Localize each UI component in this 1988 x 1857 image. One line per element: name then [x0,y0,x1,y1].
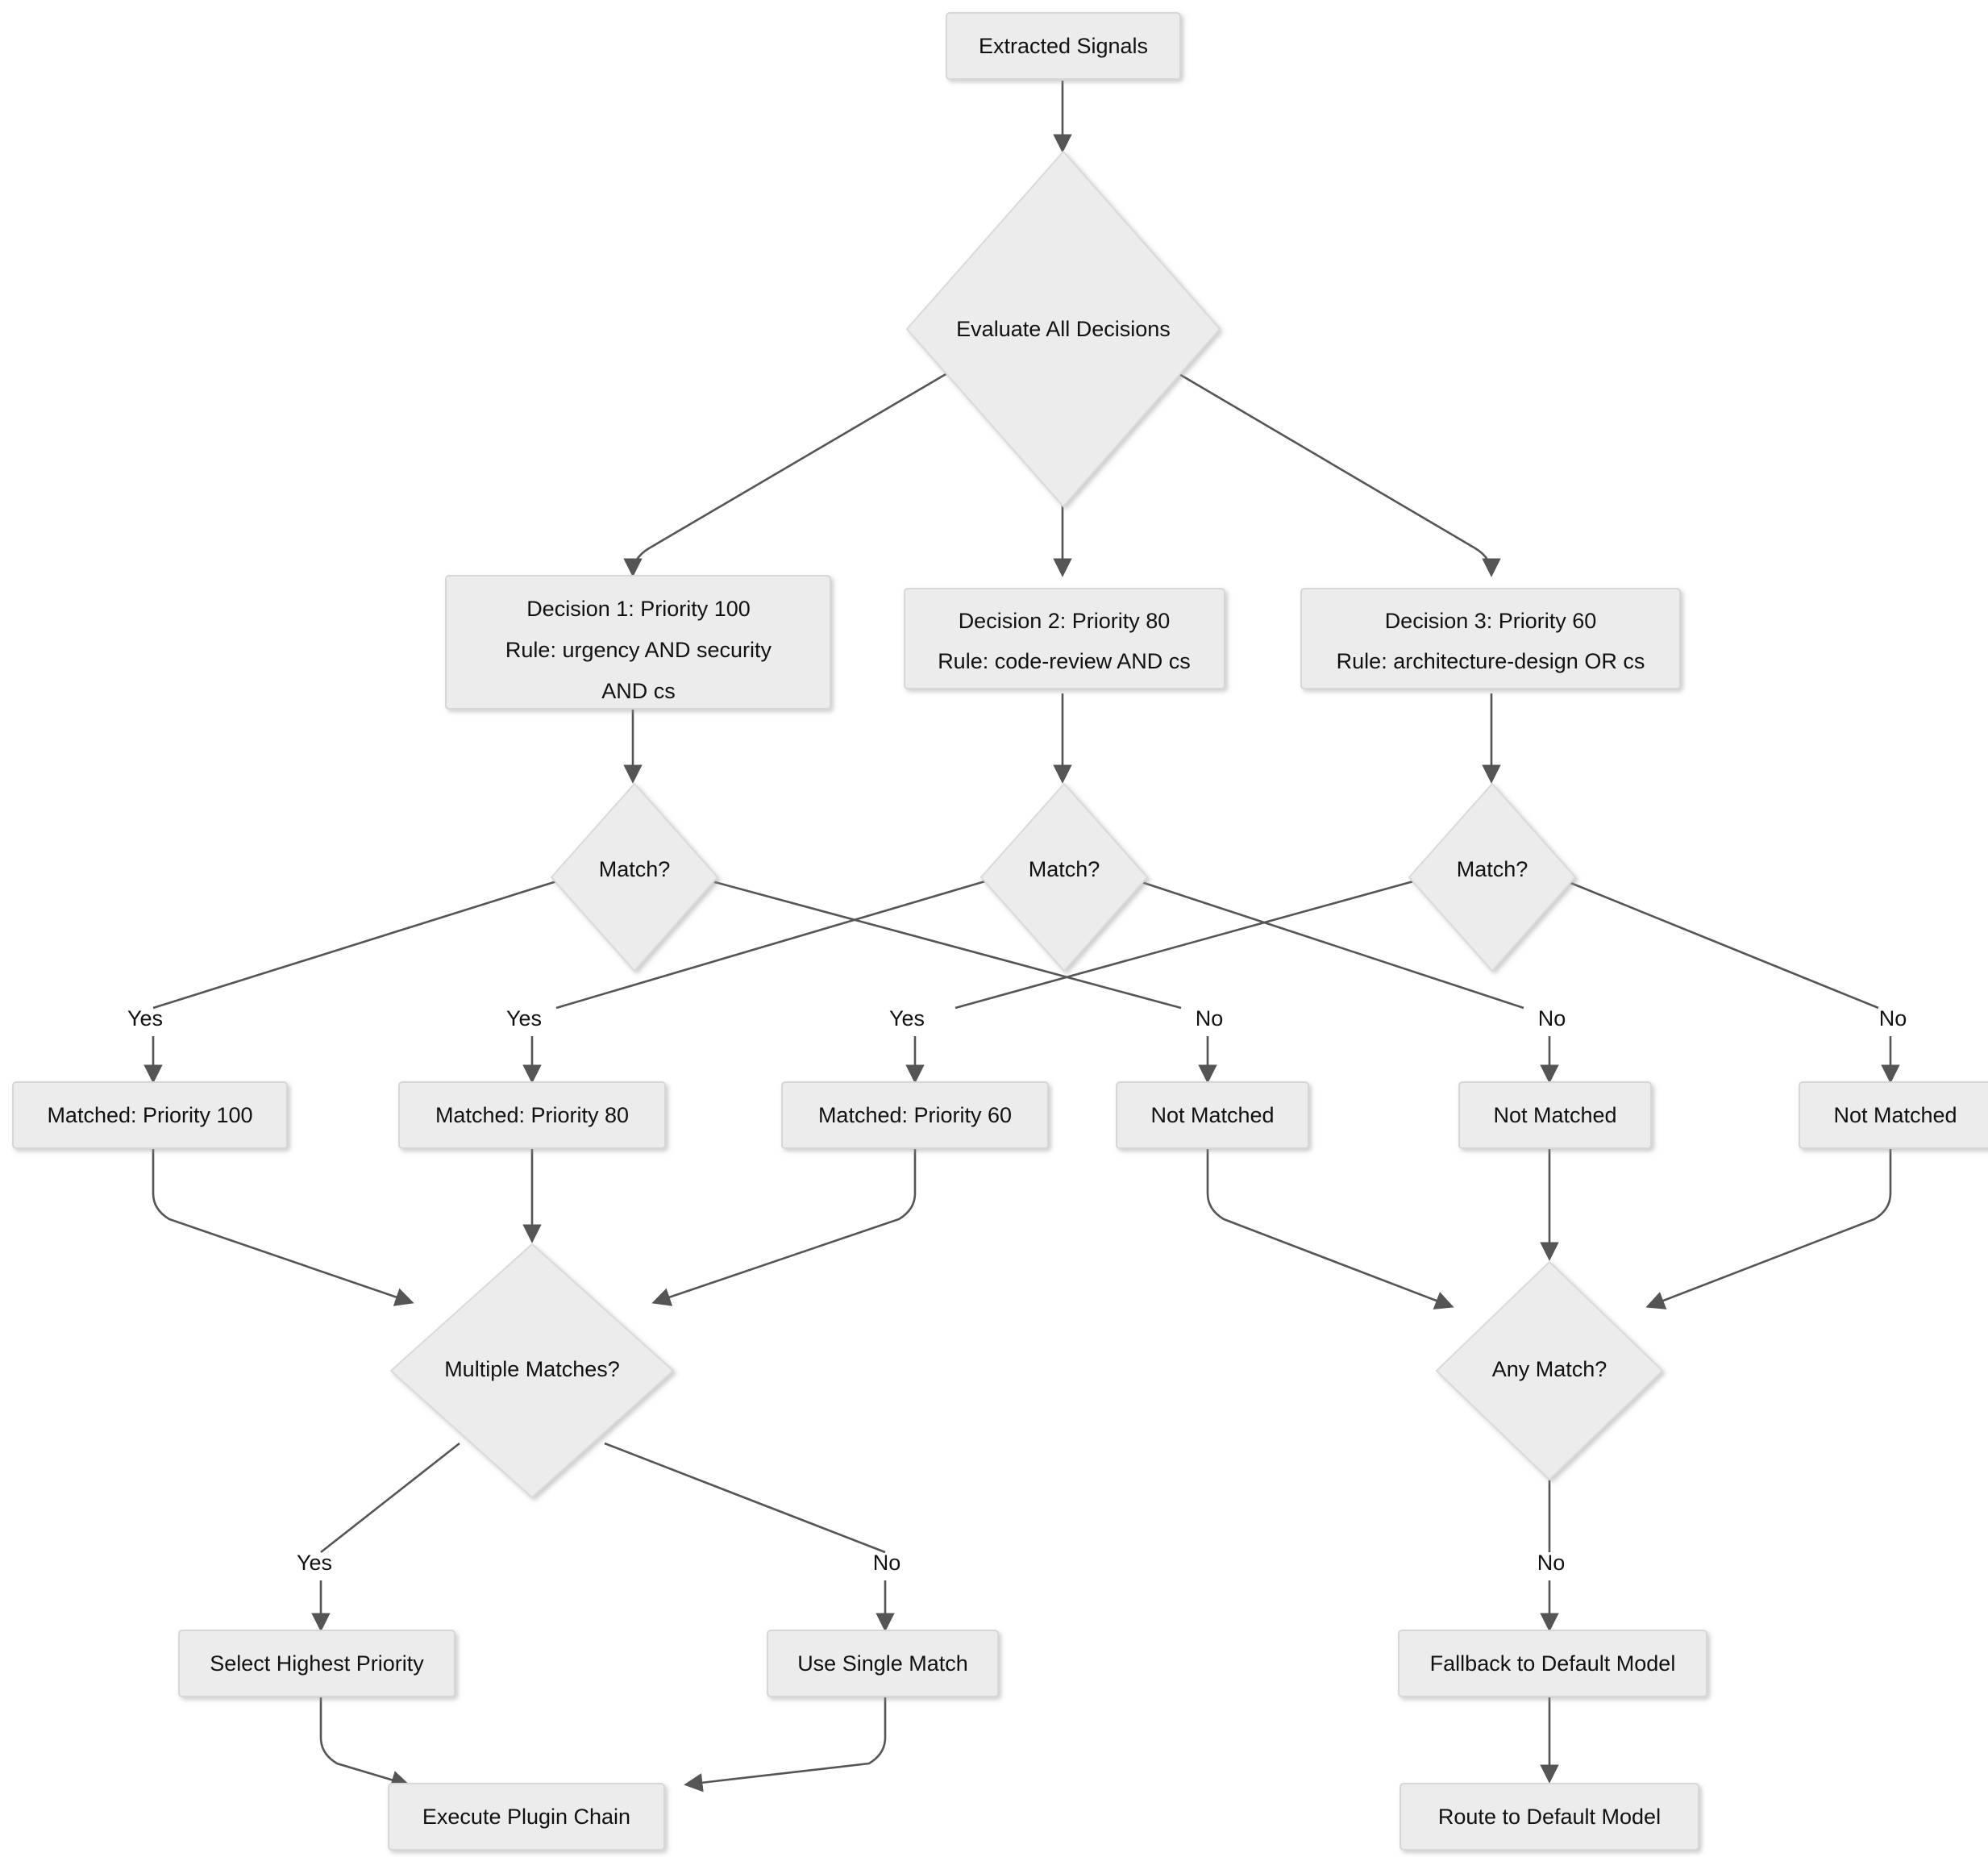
node-select-highest-priority[interactable]: Select Highest Priority [178,1630,455,1697]
edge-usesingle-to-execute [684,1689,887,1792]
node-match-1-label: Match? [599,857,671,881]
edge-match1-no [702,877,1182,1010]
edge-matched3-to-multiple [651,1145,917,1306]
node-decision-1-line-3: AND cs [601,679,676,703]
node-select-highest-priority-label: Select Highest Priority [210,1651,424,1676]
edge-label-no-1: No [1196,1006,1224,1031]
node-fallback-to-default-model[interactable]: Fallback to Default Model [1398,1630,1707,1697]
node-decision-2[interactable]: Decision 2: Priority 80 Rule: code-revie… [904,588,1225,689]
node-decision-3-line-1: Decision 3: Priority 60 [1385,609,1597,633]
edge-evaluate-to-decision3 [1173,369,1501,577]
node-matched-priority-60-label: Matched: Priority 60 [818,1103,1012,1127]
node-match-1[interactable]: Match? [550,782,719,972]
edge-label-no-3: No [1879,1006,1907,1031]
node-matched-priority-80-label: Matched: Priority 80 [435,1103,629,1127]
node-route-to-default-model[interactable]: Route to Default Model [1400,1783,1699,1851]
node-extracted-signals[interactable]: Extracted Signals [946,12,1181,80]
node-evaluate-all-decisions[interactable]: Evaluate All Decisions [905,150,1221,508]
nodes-layer: Extracted Signals Evaluate All Decisions… [12,12,1988,1851]
node-matched-priority-80[interactable]: Matched: Priority 80 [398,1081,666,1149]
node-matched-priority-100-label: Matched: Priority 100 [47,1103,252,1127]
edge-multiple-no [604,1442,886,1554]
node-not-matched-2[interactable]: Not Matched [1458,1081,1652,1149]
node-execute-plugin-chain[interactable]: Execute Plugin Chain [388,1783,665,1851]
edge-label-anymatch-no: No [1537,1551,1566,1575]
node-match-2[interactable]: Match? [979,782,1149,972]
edge-label-multiple-no: No [873,1551,901,1575]
edge-label-multiple-yes: Yes [297,1551,332,1575]
node-match-2-label: Match? [1029,857,1100,881]
edge-match1-yes [152,877,565,1010]
node-decision-1[interactable]: Decision 1: Priority 100 Rule: urgency A… [445,575,831,710]
edge-notmatched1-to-anymatch [1206,1145,1454,1309]
node-not-matched-3[interactable]: Not Matched [1799,1081,1988,1149]
edge-select-to-execute [319,1689,410,1789]
node-match-3-label: Match? [1457,857,1528,881]
node-decision-3[interactable]: Decision 3: Priority 60 Rule: architectu… [1300,588,1681,689]
edge-labels-layer: Yes Yes Yes No No No Yes No No [127,1006,1907,1575]
node-matched-priority-100[interactable]: Matched: Priority 100 [12,1081,288,1149]
node-evaluate-all-decisions-label: Evaluate All Decisions [956,317,1171,341]
node-multiple-matches-label: Multiple Matches? [444,1357,620,1381]
node-not-matched-1[interactable]: Not Matched [1116,1081,1309,1149]
node-decision-1-line-2: Rule: urgency AND security [505,638,772,662]
node-route-to-default-model-label: Route to Default Model [1438,1805,1661,1829]
node-not-matched-2-label: Not Matched [1493,1103,1616,1127]
edge-label-no-2: No [1538,1006,1566,1031]
edge-label-yes-3: Yes [889,1006,925,1031]
edge-label-yes-1: Yes [127,1006,163,1031]
edge-multiple-yes [320,1442,460,1554]
node-not-matched-1-label: Not Matched [1150,1103,1274,1127]
node-decision-1-line-1: Decision 1: Priority 100 [526,597,751,621]
node-any-match-label: Any Match? [1492,1357,1607,1381]
node-use-single-match-label: Use Single Match [797,1651,968,1676]
node-execute-plugin-chain-label: Execute Plugin Chain [422,1805,630,1829]
node-decision-3-line-2: Rule: architecture-design OR cs [1337,649,1645,673]
node-matched-priority-60[interactable]: Matched: Priority 60 [781,1081,1049,1149]
node-fallback-to-default-model-label: Fallback to Default Model [1430,1651,1676,1676]
edge-notmatched3-to-anymatch [1645,1145,1892,1309]
edge-match2-no [1131,877,1524,1010]
edge-matched1-to-multiple [152,1145,414,1306]
node-decision-2-line-1: Decision 2: Priority 80 [959,609,1171,633]
edge-match3-no [1560,877,1879,1010]
edge-match3-yes [954,877,1423,1010]
edges-layer [143,81,1900,1792]
node-match-3[interactable]: Match? [1408,782,1577,972]
edge-match2-yes [555,877,994,1010]
node-use-single-match[interactable]: Use Single Match [767,1630,999,1697]
node-multiple-matches[interactable]: Multiple Matches? [389,1243,675,1499]
node-not-matched-3-label: Not Matched [1833,1103,1957,1127]
node-any-match[interactable]: Any Match? [1435,1260,1664,1481]
node-decision-2-line-2: Rule: code-review AND cs [938,649,1191,673]
edge-evaluate-to-decision1 [623,369,952,577]
node-extracted-signals-label: Extracted Signals [979,34,1148,58]
edge-label-yes-2: Yes [506,1006,542,1031]
